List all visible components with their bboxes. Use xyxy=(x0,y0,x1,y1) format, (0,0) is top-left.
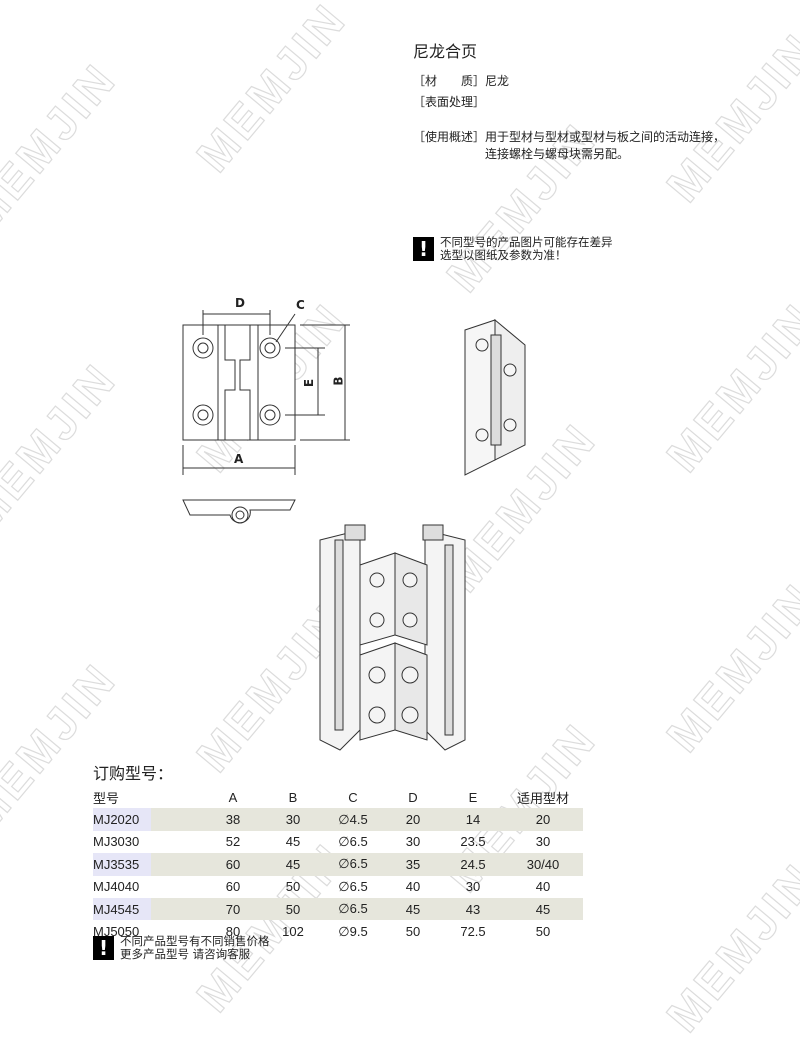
dim-label-a: A xyxy=(234,452,244,466)
table-cell: 30 xyxy=(535,834,551,850)
table-cell: 30 xyxy=(465,879,481,895)
watermark-text: MEMJIN xyxy=(656,852,800,1042)
spec-value: 用于型材与型材或型材与板之间的活动连接， 连接螺栓与螺母块需另配。 xyxy=(485,128,725,162)
table-cell: 35 xyxy=(383,853,443,876)
table-cell: 52 xyxy=(225,834,241,850)
dim-label-b: B xyxy=(331,376,346,386)
order-title: 订购型号： xyxy=(93,764,174,783)
spec-label: ［表面处理］ xyxy=(413,95,486,109)
table-cell: 72.5 xyxy=(460,924,486,940)
table-cell: 30/40 xyxy=(503,853,583,876)
exclamation-icon: ! xyxy=(413,237,434,261)
table-row: MJ4040 60 50 ∅6.5 40 30 40 xyxy=(93,876,583,898)
table-cell: ∅4.5 xyxy=(323,808,383,831)
table-cell: 50 xyxy=(405,924,421,940)
watermark-text: MEMJIN xyxy=(0,352,127,542)
spec-label: ［材 质］ xyxy=(413,74,486,88)
exclamation-icon: ! xyxy=(93,936,114,960)
notice-line: 不同型号的产品图片可能存在差异 xyxy=(440,235,613,249)
table-cell: 60 xyxy=(225,879,241,895)
table-cell: ∅6.5 xyxy=(323,853,383,876)
watermark-text: MEMJIN xyxy=(656,22,800,212)
table-cell: 50 xyxy=(285,879,301,895)
page-title: 尼龙合页 xyxy=(413,42,478,61)
table-cell: 24.5 xyxy=(443,853,503,876)
column-header: A xyxy=(228,789,238,805)
notice-line: 更多产品型号 请咨询客服 xyxy=(120,947,251,961)
notice-line: 不同产品型号有不同销售价格 xyxy=(120,934,270,948)
watermark-text: MEMJIN xyxy=(186,0,357,182)
notice-line: 选型以图纸及参数为准！ xyxy=(440,248,567,262)
table-cell: MJ5050 xyxy=(93,924,140,940)
table-cell: MJ4040 xyxy=(93,879,140,895)
table-cell: 45 xyxy=(285,834,301,850)
spec-value: 尼龙 xyxy=(485,74,510,88)
spec-usage: ［使用概述］用于型材与型材或型材与板之间的活动连接， 连接螺栓与螺母块需另配。 xyxy=(413,128,725,162)
usage-line-1: 用于型材与型材或型材与板之间的活动连接， xyxy=(485,130,726,144)
table-cell: MJ2020 xyxy=(93,808,203,831)
assembly-illustration xyxy=(319,524,466,751)
notice-image-difference: ! 不同型号的产品图片可能存在差异选型以图纸及参数为准！ xyxy=(413,236,613,262)
column-header: E xyxy=(468,789,478,805)
spec-label: ［使用概述］ xyxy=(413,130,486,144)
table-row: MJ5050 80 102 ∅9.5 50 72.5 50 xyxy=(93,920,583,942)
column-header: 适用型材 xyxy=(516,790,569,806)
table-cell: 14 xyxy=(443,808,503,831)
dim-label-e: E xyxy=(302,378,317,388)
table-cell: 60 xyxy=(203,853,263,876)
table-cell: 20 xyxy=(503,808,583,831)
table-cell: 102 xyxy=(282,924,304,940)
table-cell: ∅6.5 xyxy=(338,833,368,849)
table-cell: 45 xyxy=(263,853,323,876)
watermark-text: MEMJIN xyxy=(0,52,127,242)
spec-surface: ［表面处理］ xyxy=(413,93,485,110)
table-cell: 40 xyxy=(405,879,421,895)
table-cell: 45 xyxy=(383,897,443,921)
table-cell: ∅6.5 xyxy=(338,878,368,894)
table-cell: MJ3535 xyxy=(93,853,203,876)
watermark-text: MEMJIN xyxy=(656,292,800,482)
spec-material: ［材 质］尼龙 xyxy=(413,72,509,89)
dim-label-d: D xyxy=(235,296,245,310)
table-cell: 43 xyxy=(443,897,503,921)
table-cell: 70 xyxy=(203,897,263,921)
table-cell: ∅9.5 xyxy=(338,923,368,939)
dim-label-c: C xyxy=(296,298,305,312)
dimension-drawing xyxy=(182,310,350,524)
table-cell: 30 xyxy=(263,808,323,831)
table-cell: 30 xyxy=(405,834,421,850)
table-cell: 80 xyxy=(225,924,241,940)
column-header: C xyxy=(348,789,358,805)
usage-line-2: 连接螺栓与螺母块需另配。 xyxy=(485,147,630,161)
column-header: D xyxy=(408,789,418,805)
table-cell: 45 xyxy=(503,897,583,921)
table-cell: 40 xyxy=(535,879,551,895)
table-header: 型号 A B C D E 适用型材 xyxy=(93,786,583,808)
table-cell: 50 xyxy=(263,897,323,921)
table-cell: 20 xyxy=(383,808,443,831)
column-header: 型号 xyxy=(93,790,120,806)
table-cell: 38 xyxy=(203,808,263,831)
table-cell: MJ3030 xyxy=(93,834,140,850)
table-cell: ∅6.5 xyxy=(323,897,383,921)
table-cell: 50 xyxy=(535,924,551,940)
table-cell: MJ4545 xyxy=(93,897,203,921)
table-row: MJ3030 52 45 ∅6.5 30 23.5 30 xyxy=(93,831,583,853)
watermark-text: MEMJIN xyxy=(656,572,800,762)
table-cell: 23.5 xyxy=(460,834,486,850)
hinge-isometric-image xyxy=(464,318,526,476)
column-header: B xyxy=(288,789,298,805)
notice-price: ! 不同产品型号有不同销售价格更多产品型号 请咨询客服 xyxy=(93,935,270,961)
